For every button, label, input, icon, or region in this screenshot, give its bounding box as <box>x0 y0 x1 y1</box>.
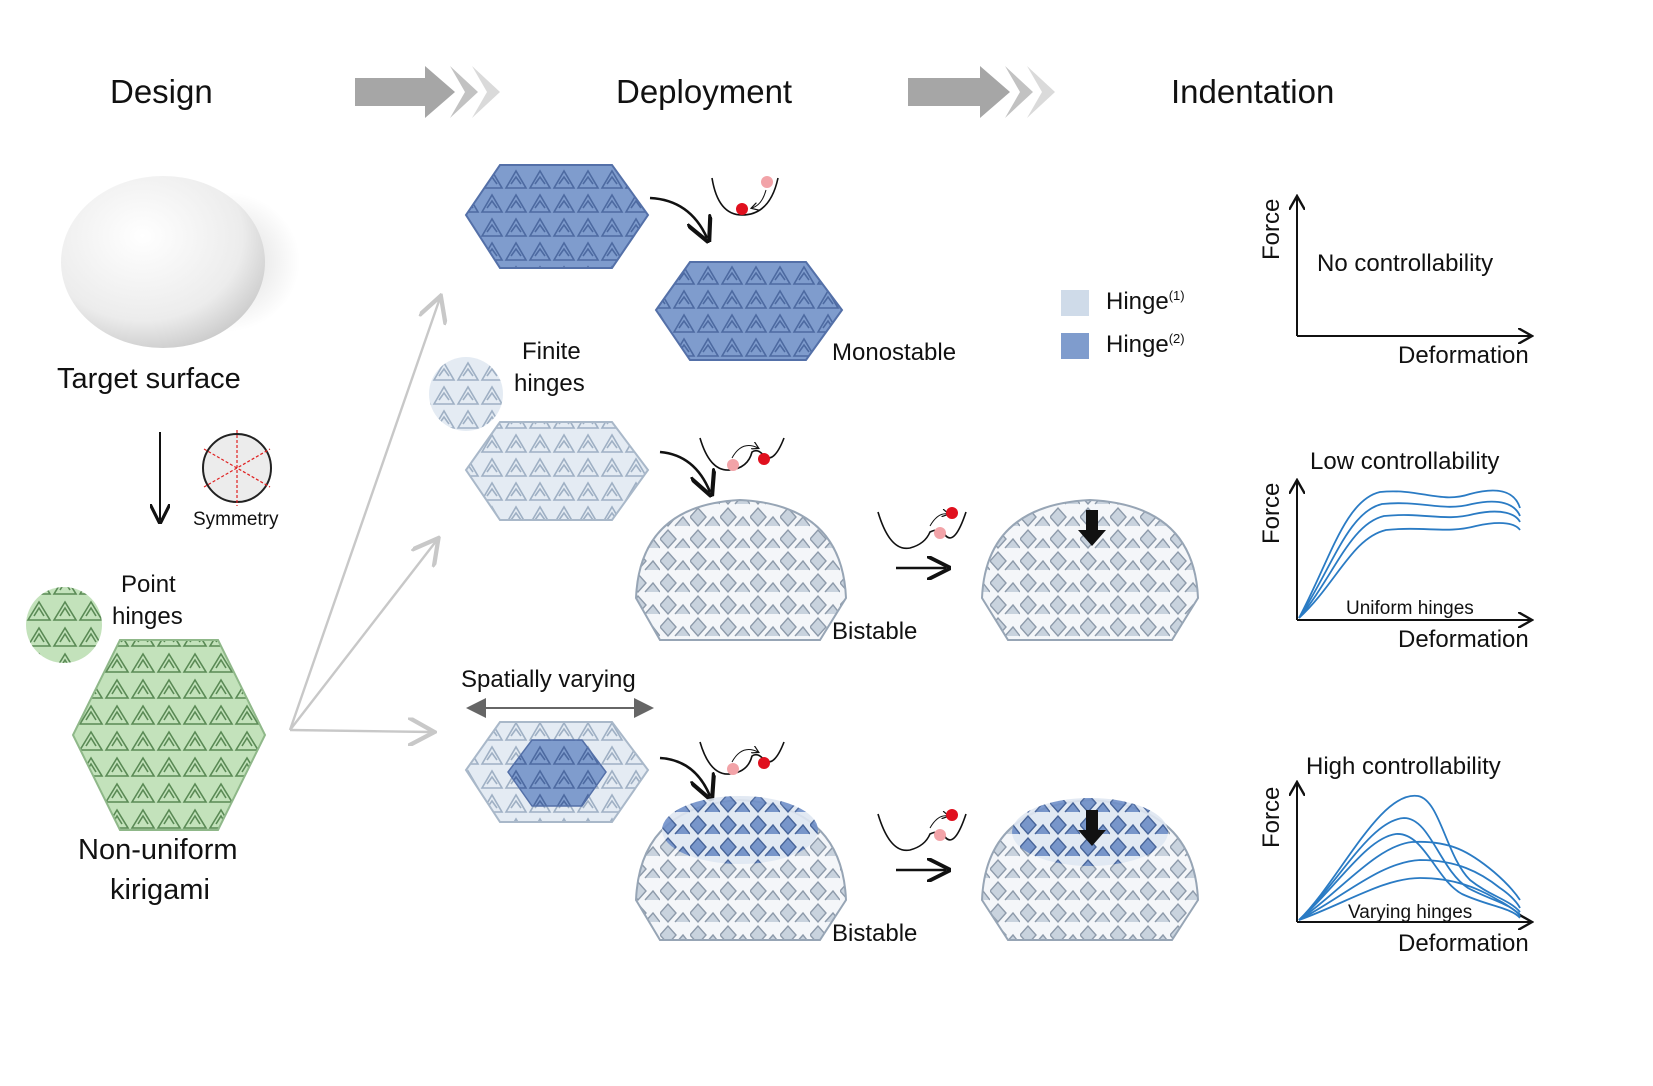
plot3-ylabel: Force <box>1258 786 1285 848</box>
legend-hinge1-swatch <box>1061 290 1089 316</box>
plot2-ylabel: Force <box>1258 482 1285 544</box>
bistable-energy-icon-3 <box>699 741 785 775</box>
stage-title-design: Design <box>110 73 213 110</box>
high-curve-6 <box>1298 877 1521 921</box>
low-curve-4 <box>1298 522 1521 619</box>
plot2-xlabel: Deformation <box>1398 626 1529 653</box>
legend-hinge1-label: Hinge(1) <box>1106 288 1185 315</box>
snap-energy-icon-3 <box>877 809 967 852</box>
flat-sheet-hinge1 <box>464 421 650 521</box>
bistable-label-2: Bistable <box>832 920 918 947</box>
spatially-varying-label: Spatially varying <box>461 666 636 693</box>
plot3-title: High controllability <box>1306 753 1501 780</box>
point-hinges-label-2: hinges <box>112 603 183 630</box>
snap-energy-icon-2 <box>877 507 967 550</box>
indenter-arrow-3 <box>1078 810 1106 846</box>
low-curve-3 <box>1298 510 1521 619</box>
plot2-title: Low controllability <box>1310 448 1500 475</box>
plot1-title: No controllability <box>1317 250 1494 277</box>
stage-arrow-1 <box>355 66 500 118</box>
symmetry-label: Symmetry <box>193 509 279 530</box>
monostable-energy-icon <box>711 176 779 216</box>
high-curve-4 <box>1298 840 1521 921</box>
bistable-dome-1 <box>634 498 848 641</box>
plot-no-controllability-axes <box>1297 198 1530 336</box>
plot1-ylabel: Force <box>1258 198 1285 260</box>
target-surface-label: Target surface <box>57 363 241 395</box>
indenter-arrow-2 <box>1078 510 1106 546</box>
plot-low-controllability-curves <box>1298 489 1521 619</box>
indented-dome-1 <box>980 498 1200 641</box>
finite-hinges-label-1: Finite <box>522 338 581 365</box>
bistable-label-1: Bistable <box>832 618 918 645</box>
deploy-arrow-2 <box>659 450 710 492</box>
high-curve-2 <box>1298 817 1521 921</box>
bistable-dome-2-core <box>662 796 818 864</box>
deploy-arrow-3 <box>659 756 710 796</box>
plot3-note: Varying hinges <box>1348 902 1473 923</box>
high-curve-3 <box>1298 833 1521 921</box>
high-curve-5 <box>1298 859 1521 921</box>
stage-title-deployment: Deployment <box>616 73 793 110</box>
low-curve-2 <box>1298 500 1521 619</box>
stage-arrow-2 <box>908 66 1055 118</box>
point-hinges-label-1: Point <box>121 571 176 598</box>
point-hinge-detail <box>26 587 102 663</box>
finite-hinges-label-2: hinges <box>514 370 585 397</box>
target-surface-shape <box>61 176 300 348</box>
plot3-xlabel: Deformation <box>1398 930 1529 957</box>
monostable-label: Monostable <box>832 339 957 366</box>
legend-hinge2-swatch <box>1061 333 1089 359</box>
plot1-xlabel: Deformation <box>1398 342 1529 369</box>
nonuniform-kirigami-sheet <box>71 639 267 831</box>
flat-sheet-hinge2 <box>464 164 650 269</box>
fan-arrows <box>288 298 440 732</box>
plot-high-controllability-curves <box>1298 795 1521 921</box>
flat-sheet-varying-core <box>507 739 607 807</box>
deploy-arrow-1 <box>649 196 707 238</box>
stage-title-indentation: Indentation <box>1171 73 1335 110</box>
low-curve-1 <box>1298 489 1521 619</box>
plot2-note: Uniform hinges <box>1346 598 1474 619</box>
plot-high-controllability-axes <box>1297 784 1530 922</box>
finite-hinge-detail <box>429 357 503 431</box>
nonuniform-label-1: Non-uniform <box>78 834 238 866</box>
monostable-sheet <box>654 261 844 361</box>
legend-hinge2-label: Hinge(2) <box>1106 331 1185 358</box>
bistable-energy-icon-2 <box>699 437 785 471</box>
plot-low-controllability-axes <box>1297 482 1530 620</box>
symmetry-icon <box>202 430 272 506</box>
high-curve-1 <box>1298 795 1521 921</box>
nonuniform-label-2: kirigami <box>110 874 210 906</box>
